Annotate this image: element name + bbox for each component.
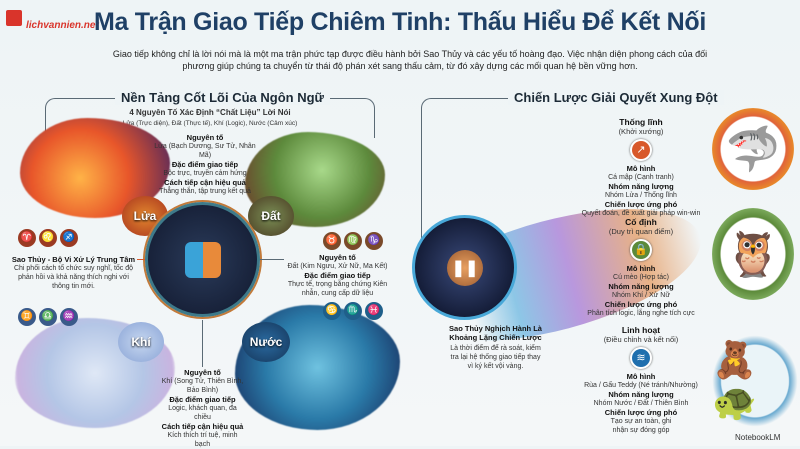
strategy-v2: Nhóm Lửa / Thống lĩnh [605,192,677,199]
fire-v1: Lửa (Bạch Dương, Sư Tử, Nhân Mã) [154,143,256,159]
retrograde-text: Là thời điểm để rà soát, kiểm tra lại hệ… [450,345,541,370]
air-h2: Đặc điểm giao tiếp [169,395,236,404]
fire-h2: Đặc điểm giao tiếp [171,160,239,169]
air-zodiac-icons: ♊♎♒ [18,306,81,326]
strategy-h3: Chiến lược ứng phó [604,300,678,309]
fire-v2: Bộc trực, truyền cảm hứng [163,170,247,177]
ram-icon: ♈ [18,228,36,247]
strategy-h1: Mô hình [626,164,656,173]
logo-icon [6,10,22,26]
earth-h1: Nguyên tố [319,253,356,262]
goat-icon: ♑ [365,231,383,250]
strategy-sub: (Duy trì quan điểm) [608,227,674,236]
turtle-bear-illustration: 🧸🐢 [712,335,798,427]
fire-h1: Nguyên tố [186,133,224,142]
strategy-3: Linh hoạt (Điều chỉnh và kết nối) ≋ Mô h… [572,326,710,435]
bull-icon: ♉ [323,231,341,250]
brain-icon [185,242,221,278]
strategy-h1: Mô hình [626,264,656,273]
owl-illustration: 🦉 [712,208,794,300]
section-title-left: Nền Tảng Cốt Lõi Của Ngôn Ngữ [115,90,330,105]
strategy-v3: Quyết đoán, đề xuất giải pháp win-win [581,210,701,217]
air-badge: Khí [118,322,164,362]
page-subtitle: Giao tiếp không chỉ là lời nói mà là một… [112,49,708,71]
strategy-v2: Nhóm Khí / Xử Nữ [612,292,670,299]
pause-icon: ❚❚ [447,250,483,286]
air-v1: Khí (Song Tử, Thiên Bình, Bảo Bình) [161,378,244,394]
mercury-wheel [145,202,260,317]
water-zodiac-icons: ♋♏♓ [323,300,386,320]
strategy-v2: Nhóm Nước / Đất / Thiên Bình [593,400,689,407]
section-frame-right [421,98,511,248]
shark-illustration: 🦈 [712,108,794,190]
earth-zodiac-icons: ♉♍♑ [323,230,386,250]
logo-text: lichvannien.net [26,20,99,31]
centaur-icon: ♐ [60,228,78,247]
page-title: Ma Trận Giao Tiếp Chiêm Tinh: Thấu Hiểu … [94,8,706,36]
fire-zodiac-icons: ♈♌♐ [18,227,81,247]
fire-h3: Cách tiếp cận hiệu quả [164,178,246,187]
air-v2: Logic, khách quan, đa chiều [168,405,237,421]
scorpion-icon: ♏ [344,301,362,320]
strategy-name: Thống lĩnh [619,117,663,127]
retrograde-info: Sao Thủy Nghịch Hành Là Khoảng Lặng Chiế… [448,324,543,371]
strategy-name: Linh hoạt [621,325,661,335]
earth-h2: Đặc điểm giao tiếp [304,271,371,280]
strategy-h2: Nhóm năng lượng [608,390,674,399]
air-v3: Kích thích trí tuệ, minh bạch [167,432,238,448]
crab-icon: ♋ [323,301,341,320]
earth-badge: Đất [248,196,294,236]
strategy-v1: Cá mập (Cạnh tranh) [608,174,674,181]
strategy-h1: Mô hình [626,372,656,381]
elements-line: Lửa (Trực diện), Đất (Thực tế), Khí (Log… [122,120,298,127]
water-badge: Nước [242,322,290,362]
fish-icon: ♓ [365,301,383,320]
earth-v2: Thực tế, trọng bằng chứng Kiên nhẫn, cun… [287,281,388,297]
retrograde-title: Sao Thủy Nghịch Hành Là Khoảng Lặng Chiế… [449,324,542,342]
strategy-v1: Rùa / Gấu Teddy (Né tránh/Nhường) [584,382,698,389]
strategy-h3: Chiến lược ứng phó [604,200,678,209]
maiden-icon: ♍ [344,231,362,250]
connector [202,320,203,367]
scales-icon: ♎ [39,307,57,326]
strategy-h2: Nhóm năng lượng [608,182,674,191]
fire-v3: Thẳng thắn, tập trung kết quả [159,188,251,195]
notebooklm-watermark: NotebookLM [735,433,781,442]
lion-icon: ♌ [39,228,57,247]
connector [137,259,145,260]
connector [260,259,284,260]
strategy-sub: (Điều chỉnh và kết nối) [603,335,679,344]
strategy-name: Cố định [625,217,657,227]
mercury-text: Chi phối cách tổ chức suy nghĩ, tốc độ p… [13,265,134,290]
wave-icon: ≋ [630,347,652,369]
strategy-sub: (Khởi xướng) [618,127,664,136]
air-h1: Nguyên tố [184,368,221,377]
aquarius-icon: ♒ [60,307,78,326]
mercury-title: Sao Thủy - Bộ Vi Xử Lý Trung Tâm [11,255,136,264]
arrow-up-right-icon: ↗ [630,139,652,161]
air-h3: Cách tiếp cận hiệu quả [161,422,244,431]
strategy-v1: Cú mèo (Hợp tác) [613,274,669,281]
earth-v1: Đất (Kim Ngưu, Xử Nữ, Ma Kết) [287,263,388,270]
twins-icon: ♊ [18,307,36,326]
retrograde-orb: ❚❚ [412,215,517,320]
section-title-right: Chiến Lược Giải Quyết Xung Đột [508,90,724,105]
strategy-v3: Tạo sự an toàn, ghi nhận sự đóng góp [610,418,672,434]
lock-icon: 🔒 [630,239,652,261]
strategy-h3: Chiến lược ứng phó [604,408,678,417]
left-subtitle: 4 Nguyên Tố Xác Định “Chất Liệu” Lời Nói [129,108,291,117]
strategy-v3: Phân tích logic, lắng nghe tích cực [587,310,695,317]
strategy-h2: Nhóm năng lượng [608,282,674,291]
